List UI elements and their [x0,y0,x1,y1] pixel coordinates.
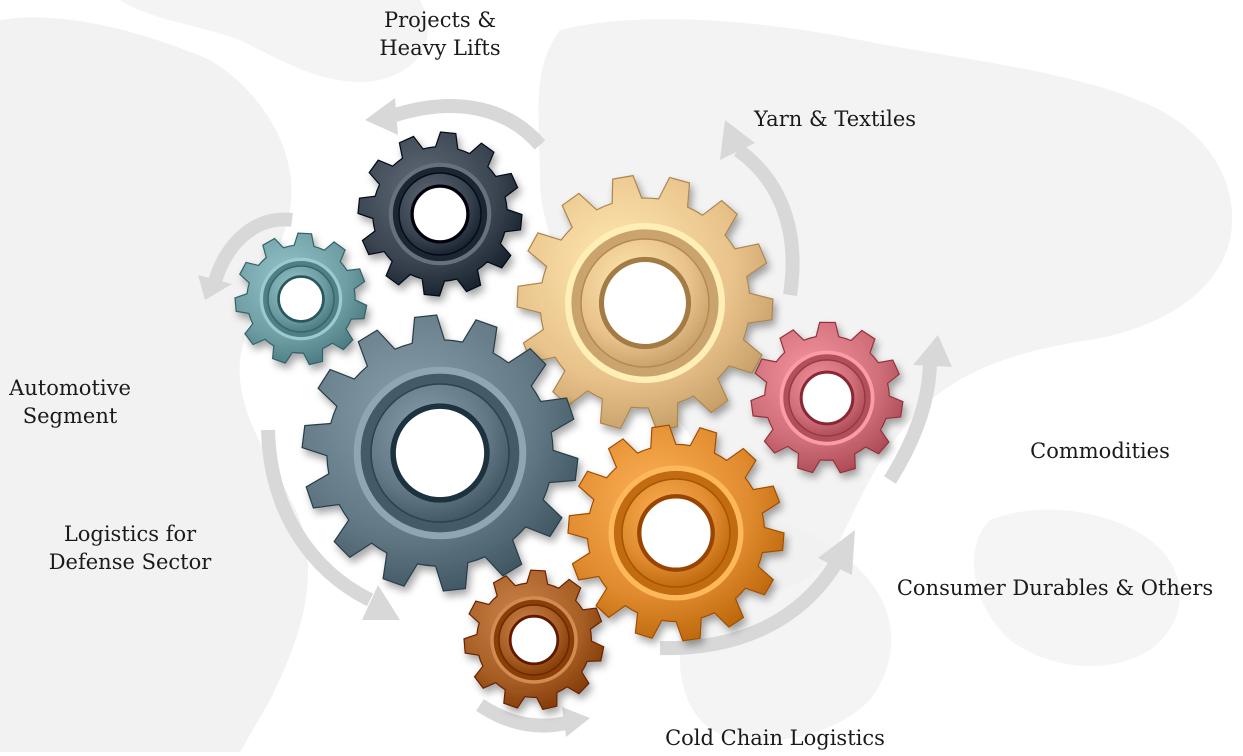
gear-dark-icon [357,131,523,297]
arrow-projects-icon [365,98,546,150]
label-consumer-durables: Consumer Durables & Others [896,576,1214,600]
label-commodities: Commodities [1030,439,1170,463]
label-defense-logistics: Logistics for Defense Sector [48,522,212,574]
gear-group [234,131,904,711]
arrow-consumer-icon [659,530,855,656]
arrow-commodities-icon [884,335,952,484]
gear-teal-icon [234,232,368,366]
gear-slate-icon [301,314,579,592]
cycle-arrows [198,98,952,737]
label-projects-heavy-lifts: Projects & Heavy Lifts [379,8,501,60]
gear-tan-icon [516,174,774,432]
arrow-yarn-icon [720,120,800,297]
label-cold-chain: Cold Chain Logistics [665,726,885,750]
arrow-defense-icon [261,429,400,620]
arrow-auto-icon [198,212,293,300]
gear-brown-icon [463,569,605,711]
arrow-cold-icon [476,699,590,737]
label-yarn-textiles: Yarn & Textiles [753,107,917,131]
gear-pink-icon [750,321,904,474]
label-automotive-segment: Automotive Segment [9,376,131,428]
gear-orange-icon [567,424,785,642]
